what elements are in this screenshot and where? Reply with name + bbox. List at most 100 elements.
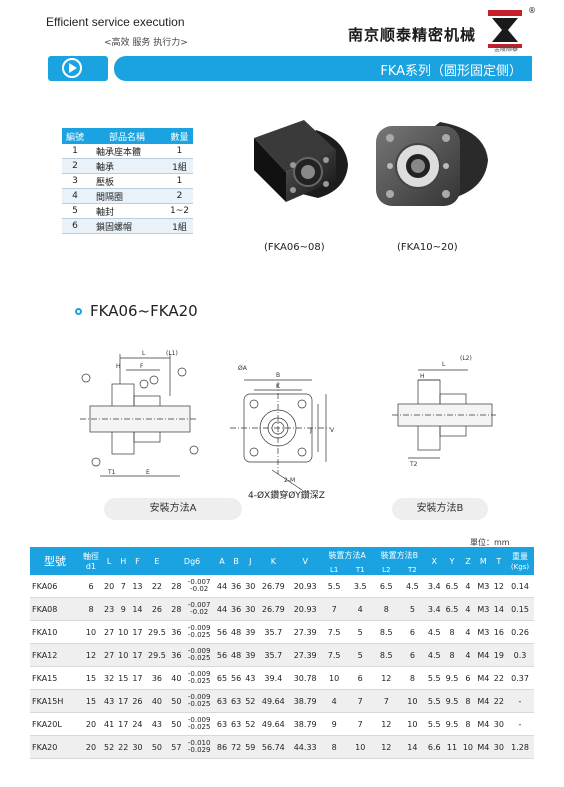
parts-header-no: 編號 xyxy=(62,128,89,144)
cell-l1: 8 xyxy=(321,735,348,759)
drawing-side-view-b: L (L2) H T2 xyxy=(392,355,496,468)
cell-t2: 14 xyxy=(399,735,426,759)
parts-no: 3 xyxy=(62,173,89,189)
parts-name: 鎖固螺帽 xyxy=(88,218,167,234)
cell-t2: 8 xyxy=(399,666,426,690)
cell-b: 56 xyxy=(229,666,244,690)
tolerance-upper: -0.007 xyxy=(187,601,211,609)
cell-l1: 5.5 xyxy=(321,575,348,598)
cell-h: 10 xyxy=(116,643,131,667)
cell-l2: 6.5 xyxy=(373,575,400,598)
cell-model: FKA06 xyxy=(30,575,80,598)
cell-l: 27 xyxy=(102,643,117,667)
cell-a: 44 xyxy=(214,597,230,621)
cell-x: 5.5 xyxy=(425,712,444,736)
cell-a: 86 xyxy=(214,735,230,759)
cell-h: 10 xyxy=(116,620,131,644)
cell-f: 30 xyxy=(130,735,145,759)
cell-x: 4.5 xyxy=(425,620,444,644)
cell-l1: 7 xyxy=(321,597,348,621)
cell-t: 22 xyxy=(491,666,506,690)
cell-b: 63 xyxy=(229,689,244,713)
cell-d1: 6 xyxy=(80,575,102,598)
cell-b: 72 xyxy=(229,735,244,759)
cell-v: 27.39 xyxy=(289,643,322,667)
cell-v: 20.93 xyxy=(289,575,322,598)
cell-w: - xyxy=(506,712,534,736)
cell-l: 23 xyxy=(102,597,117,621)
col-header-weight-unit: (Kgs) xyxy=(510,563,530,571)
cell-dg6: 50 xyxy=(169,689,184,713)
dim-label-e: E xyxy=(146,469,150,476)
cell-tolerance: -0.009-0.025 xyxy=(183,620,215,644)
col-header-a: A xyxy=(214,547,230,575)
cell-e: 36 xyxy=(144,666,170,690)
cell-b: 48 xyxy=(229,620,244,644)
cell-tolerance: -0.010-0.029 xyxy=(183,735,215,759)
cell-h: 17 xyxy=(116,689,131,713)
col-header-j: J xyxy=(243,547,258,575)
cell-e: 40 xyxy=(144,689,170,713)
cell-t2: 4.5 xyxy=(399,575,426,598)
col-header-b: B xyxy=(229,547,244,575)
cell-l: 32 xyxy=(102,666,117,690)
cell-m: M4 xyxy=(475,689,492,713)
cell-model: FKA10 xyxy=(30,620,80,644)
tagline-chinese: <高效 服务 执行力> xyxy=(104,38,188,48)
cell-dg6: 57 xyxy=(169,735,184,759)
cell-t1: 5 xyxy=(347,620,374,644)
cell-j: 30 xyxy=(243,597,258,621)
parts-name: 間隔圈 xyxy=(88,188,167,204)
cell-dg6: 40 xyxy=(169,666,184,690)
cell-w: 0.14 xyxy=(506,575,534,598)
cell-l2: 12 xyxy=(373,735,400,759)
cell-l: 27 xyxy=(102,620,117,644)
cell-w: 1.28 xyxy=(506,735,534,759)
cell-e: 43 xyxy=(144,712,170,736)
company-name: 南京顺泰精密机械 xyxy=(348,26,477,44)
cell-tolerance: -0.009-0.025 xyxy=(183,712,215,736)
play-triangle-icon xyxy=(69,63,77,73)
cell-h: 17 xyxy=(116,712,131,736)
tolerance-lower: -0.029 xyxy=(187,746,211,754)
cell-v: 30.78 xyxy=(289,666,322,690)
cell-t2: 10 xyxy=(399,689,426,713)
cell-b: 48 xyxy=(229,643,244,667)
col-header-t2: T2 xyxy=(399,564,426,575)
cell-tolerance: -0.007-0.02 xyxy=(183,597,215,621)
col-header-group-b: 裝置方法B xyxy=(373,547,426,564)
cell-f: 17 xyxy=(130,620,145,644)
cell-m: M4 xyxy=(475,735,492,759)
col-header-weight-text: 重量 xyxy=(512,552,528,561)
col-header-e: E xyxy=(144,547,170,575)
banner-bar xyxy=(114,56,532,81)
cell-j: 39 xyxy=(243,643,258,667)
cell-dg6: 36 xyxy=(169,643,184,667)
dim-label-a: ØA xyxy=(238,365,248,372)
cell-a: 63 xyxy=(214,689,230,713)
parts-name: 軸承 xyxy=(88,158,167,174)
cell-t: 16 xyxy=(491,620,506,644)
cell-l1: 4 xyxy=(321,689,348,713)
cell-d1: 20 xyxy=(80,712,102,736)
cell-d1: 10 xyxy=(80,620,102,644)
cell-t2: 10 xyxy=(399,712,426,736)
cell-e: 26 xyxy=(144,597,170,621)
fka06-photo xyxy=(254,120,348,202)
parts-header-name: 部品名稱 xyxy=(88,128,167,144)
cell-t: 14 xyxy=(491,597,506,621)
cell-z: 8 xyxy=(460,689,476,713)
cell-m: M4 xyxy=(475,666,492,690)
col-header-shaft-text: 軸徑 xyxy=(83,552,99,561)
col-header-y: Y xyxy=(443,547,461,575)
parts-qty: 1組 xyxy=(166,158,194,174)
parts-no: 4 xyxy=(62,188,89,204)
